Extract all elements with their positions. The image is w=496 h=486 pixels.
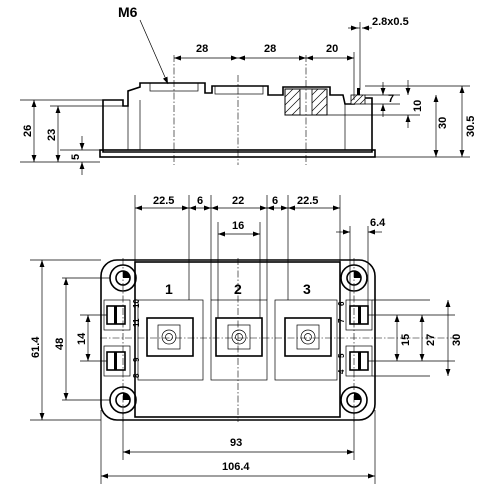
side-dim-10: 10 [412,100,424,112]
pin-5: 5 [337,353,346,358]
tab-size-label: 2.8x0.5 [372,16,409,28]
side-dim-pitch-1: 28 [196,43,208,55]
terminal-1 [146,317,194,357]
top-housing [134,261,341,418]
top-dim-6-left: 6 [197,195,203,207]
terminal-2 [215,317,263,357]
side-aux-tab [350,88,366,105]
pin-9: 9 [132,357,141,362]
top-dim-106-4: 106.4 [222,461,250,473]
pin-6: 6 [337,301,346,306]
thread-label: M6 [118,4,138,20]
tab-width-label: 6.4 [370,217,386,229]
top-dim-48: 48 [54,338,66,350]
pin-4: 4 [337,369,346,374]
side-view: M6 28 28 20 2.8x0.5 7 10 30 30.5 [20,4,477,175]
pin-8: 8 [132,373,141,378]
side-dim-pitch-3: 20 [326,43,338,55]
side-body-outline [102,82,373,153]
top-dim-30: 30 [451,334,463,346]
side-dim-30: 30 [437,117,449,129]
top-dim-14: 14 [76,332,88,345]
top-dim-93: 93 [230,437,242,449]
top-dim-15: 15 [400,334,412,346]
aux-tab-left-top [103,299,131,331]
terminal-number-2: 2 [234,281,242,297]
side-dim-30-5: 30.5 [465,116,477,137]
top-dim-22-5-left: 22.5 [153,195,174,207]
top-dim-27: 27 [425,334,437,346]
pin-10: 10 [132,299,141,308]
top-dim-22: 22 [232,195,244,207]
terminal-3 [284,317,332,357]
side-dim-5: 5 [70,154,82,160]
terminal-number-1: 1 [165,281,173,297]
side-base-plate [99,149,376,158]
side-terminal-2 [214,85,264,95]
top-dim-16: 16 [232,220,244,232]
terminal-number-3: 3 [303,281,311,297]
side-dim-7: 7 [388,93,394,105]
side-dim-26: 26 [22,125,34,137]
top-dim-22-5-right: 22.5 [297,195,318,207]
pin-7: 7 [337,318,346,323]
top-view: 1 2 3 11 10 9 8 6 7 5 4 22.5 6 22 6 22.5… [30,195,463,484]
top-dim-6-right: 6 [272,195,278,207]
pin-11: 11 [132,318,141,327]
top-dim-61-4: 61.4 [30,336,42,358]
aux-tab-left-bottom [103,345,131,377]
side-dim-pitch-2: 28 [264,43,276,55]
side-dim-23: 23 [46,129,58,141]
